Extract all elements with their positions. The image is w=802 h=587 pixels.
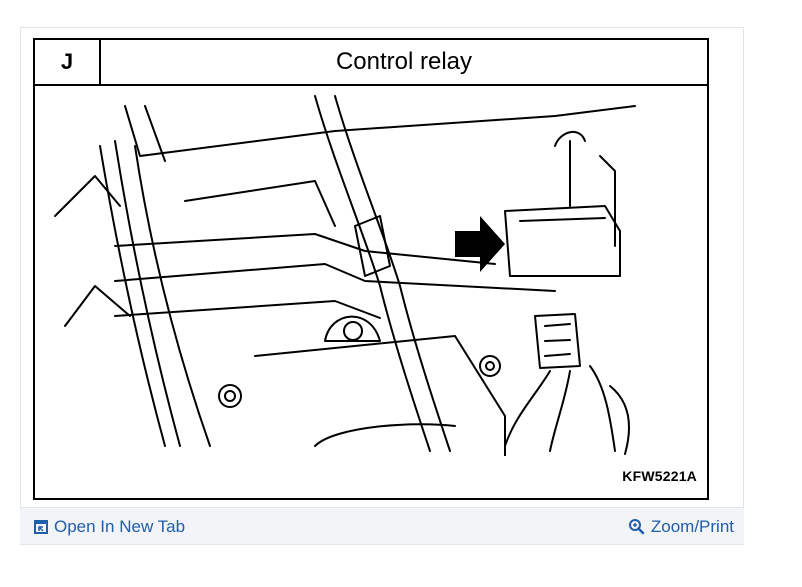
figure-header: J Control relay — [35, 40, 707, 86]
pointer-arrow — [455, 216, 505, 272]
relay-connector — [534, 313, 581, 369]
upper-panel — [124, 105, 636, 157]
magnifier-icon — [628, 519, 645, 535]
control-relay-illustration — [54, 95, 636, 456]
harness-clamp — [324, 315, 381, 342]
open-in-new-tab-link[interactable]: Open In New Tab — [34, 508, 185, 545]
figure-code: KFW5221A — [622, 468, 697, 484]
open-in-new-tab-label: Open In New Tab — [54, 516, 186, 536]
zoom-print-link[interactable]: Zoom/Print — [628, 508, 734, 545]
engine-block — [254, 335, 506, 456]
relay-bracket — [504, 205, 621, 277]
left-harness — [99, 145, 166, 447]
diagram-figure: J Control relay — [33, 38, 709, 500]
zoom-print-label: Zoom/Print — [650, 516, 734, 536]
section-letter: J — [35, 40, 101, 84]
bolt — [218, 384, 242, 408]
figure-title: Control relay — [335, 48, 473, 75]
main-harness — [314, 95, 431, 452]
open-in-new-tab-icon — [34, 519, 48, 534]
image-toolbar: Open In New Tab Zoom/Print — [20, 507, 744, 544]
mounting-rail — [114, 233, 496, 265]
